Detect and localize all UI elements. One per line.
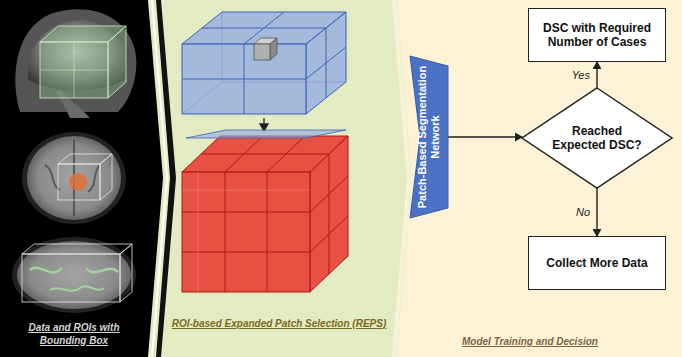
process-box: Collect More Data [528, 236, 666, 290]
flow-arrow [596, 62, 597, 88]
vertical-label: Patch-Based Segmentation Network [416, 63, 442, 211]
node-label: Collect More Data [534, 256, 660, 270]
node-label: Reached Expected DSC? [551, 124, 644, 153]
node-label: DSC with Required Number of Cases [534, 21, 660, 50]
decision-diamond: Reached Expected DSC? [522, 88, 672, 188]
flow-arrow [596, 188, 597, 236]
panel-caption: Model Training and Decision [425, 336, 635, 349]
flow-arrow [448, 136, 522, 137]
panel-caption: ROI-based Expanded Patch Selection (REPS… [168, 318, 390, 331]
edge-label: No [574, 206, 592, 218]
panel-caption: Data and ROIs with Bounding Box [4, 322, 144, 347]
network-block: Patch-Based Segmentation Network [410, 56, 448, 218]
edge-label: Yes [570, 69, 592, 81]
process-box: DSC with Required Number of Cases [528, 8, 666, 62]
